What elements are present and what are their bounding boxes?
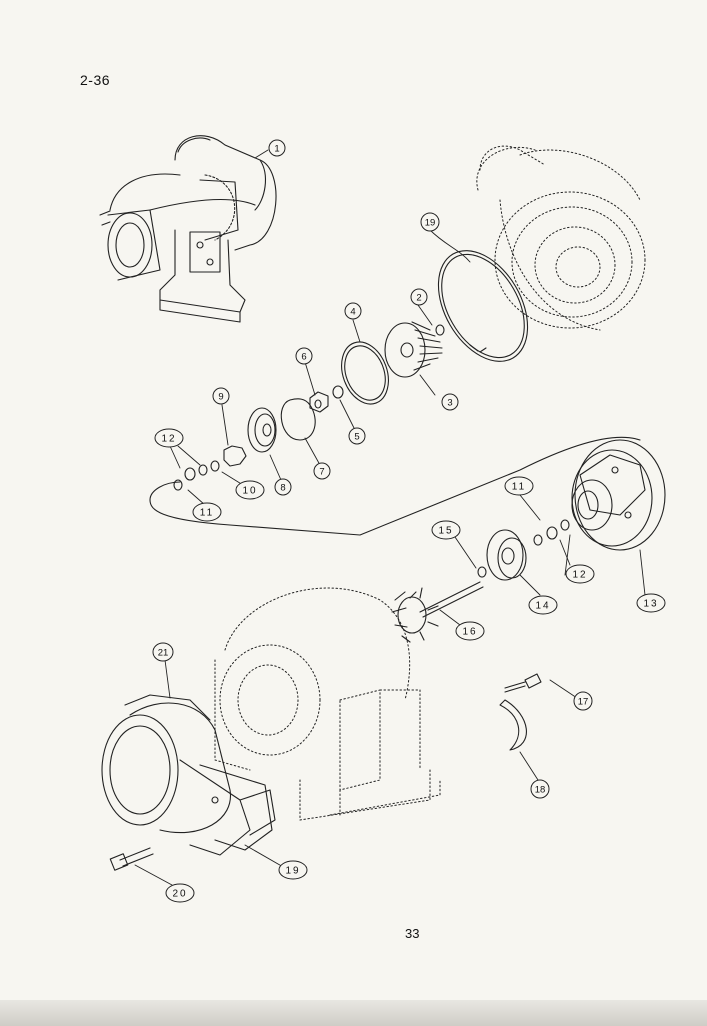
callout-circle	[152, 642, 174, 662]
callout-c8: 8	[274, 478, 292, 496]
callout-c11a: 11	[192, 502, 222, 522]
callout-leaders	[134, 149, 646, 886]
callout-circle	[636, 593, 666, 613]
callout-label: 8	[280, 483, 285, 494]
callout-circle	[274, 478, 292, 496]
callout-label: 11	[512, 482, 526, 493]
callout-c12b: 12	[565, 564, 595, 584]
callout-circle	[192, 502, 222, 522]
callout-c4: 4	[344, 302, 362, 320]
callout-label: 6	[301, 352, 306, 363]
callout-c6: 6	[295, 347, 313, 365]
callout-circle	[268, 139, 286, 157]
callout-label: 3	[447, 398, 452, 409]
callout-c16: 16	[455, 621, 485, 641]
callout-label: 12	[572, 570, 587, 581]
page-number: 33	[405, 926, 420, 941]
callout-circle	[431, 520, 461, 540]
callout-c13: 13	[636, 593, 666, 613]
callout-circle	[235, 480, 265, 500]
scan-edge	[0, 1000, 707, 1026]
callout-c19b: 19	[278, 860, 308, 880]
callout-c17: 17	[573, 691, 593, 711]
callout-circle	[565, 564, 595, 584]
callout-circle	[212, 387, 230, 405]
callout-label: 20	[172, 889, 187, 900]
callout-label: 5	[354, 432, 359, 443]
callout-circle	[154, 428, 184, 448]
callout-circle	[504, 476, 534, 496]
callout-c12a: 12	[154, 428, 184, 448]
turbocharger-assembly-drawing	[99, 135, 277, 323]
callout-circle	[530, 779, 550, 799]
callout-label: 17	[578, 697, 589, 708]
callout-label: 13	[643, 599, 658, 610]
callout-circle	[573, 691, 593, 711]
callout-label: 7	[319, 467, 324, 478]
callout-c3: 3	[441, 393, 459, 411]
callout-label: 1	[274, 144, 279, 155]
callout-circle	[410, 288, 428, 306]
callout-c18: 18	[530, 779, 550, 799]
callout-c7: 7	[313, 462, 331, 480]
callout-c11b: 11	[504, 476, 534, 496]
callout-c2: 2	[410, 288, 428, 306]
section-code: 2-36	[80, 72, 111, 88]
callout-c19a: 19	[420, 212, 440, 232]
callout-c14: 14	[528, 595, 558, 615]
callout-c9: 9	[212, 387, 230, 405]
callout-circle	[420, 212, 440, 232]
callout-c15: 15	[431, 520, 461, 540]
callout-circle	[348, 427, 366, 445]
callout-circle	[455, 621, 485, 641]
callout-label: 11	[200, 508, 214, 519]
callout-circle	[344, 302, 362, 320]
callout-label: 4	[350, 307, 355, 318]
callout-circle	[313, 462, 331, 480]
callout-circle	[528, 595, 558, 615]
callout-label: 9	[218, 392, 223, 403]
callout-label: 19	[425, 218, 436, 229]
callout-label: 2	[416, 293, 421, 304]
callout-label: 10	[242, 486, 257, 497]
callout-circle	[165, 883, 195, 903]
callout-label: 19	[285, 866, 300, 877]
callout-c21: 21	[152, 642, 174, 662]
callout-circle	[278, 860, 308, 880]
compressor-housing-outline	[476, 145, 646, 331]
callout-c5: 5	[348, 427, 366, 445]
callout-c1: 1	[268, 139, 286, 157]
callout-label: 14	[535, 601, 550, 612]
callout-c20: 20	[165, 883, 195, 903]
turbine-housing-outline	[214, 587, 441, 821]
callout-label: 15	[438, 526, 453, 537]
callout-c10: 10	[235, 480, 265, 500]
callout-circle	[441, 393, 459, 411]
callout-label: 16	[462, 627, 477, 638]
callout-circle	[295, 347, 313, 365]
callout-label: 21	[158, 648, 169, 659]
callout-label: 12	[161, 434, 176, 445]
callout-label: 18	[535, 785, 546, 796]
